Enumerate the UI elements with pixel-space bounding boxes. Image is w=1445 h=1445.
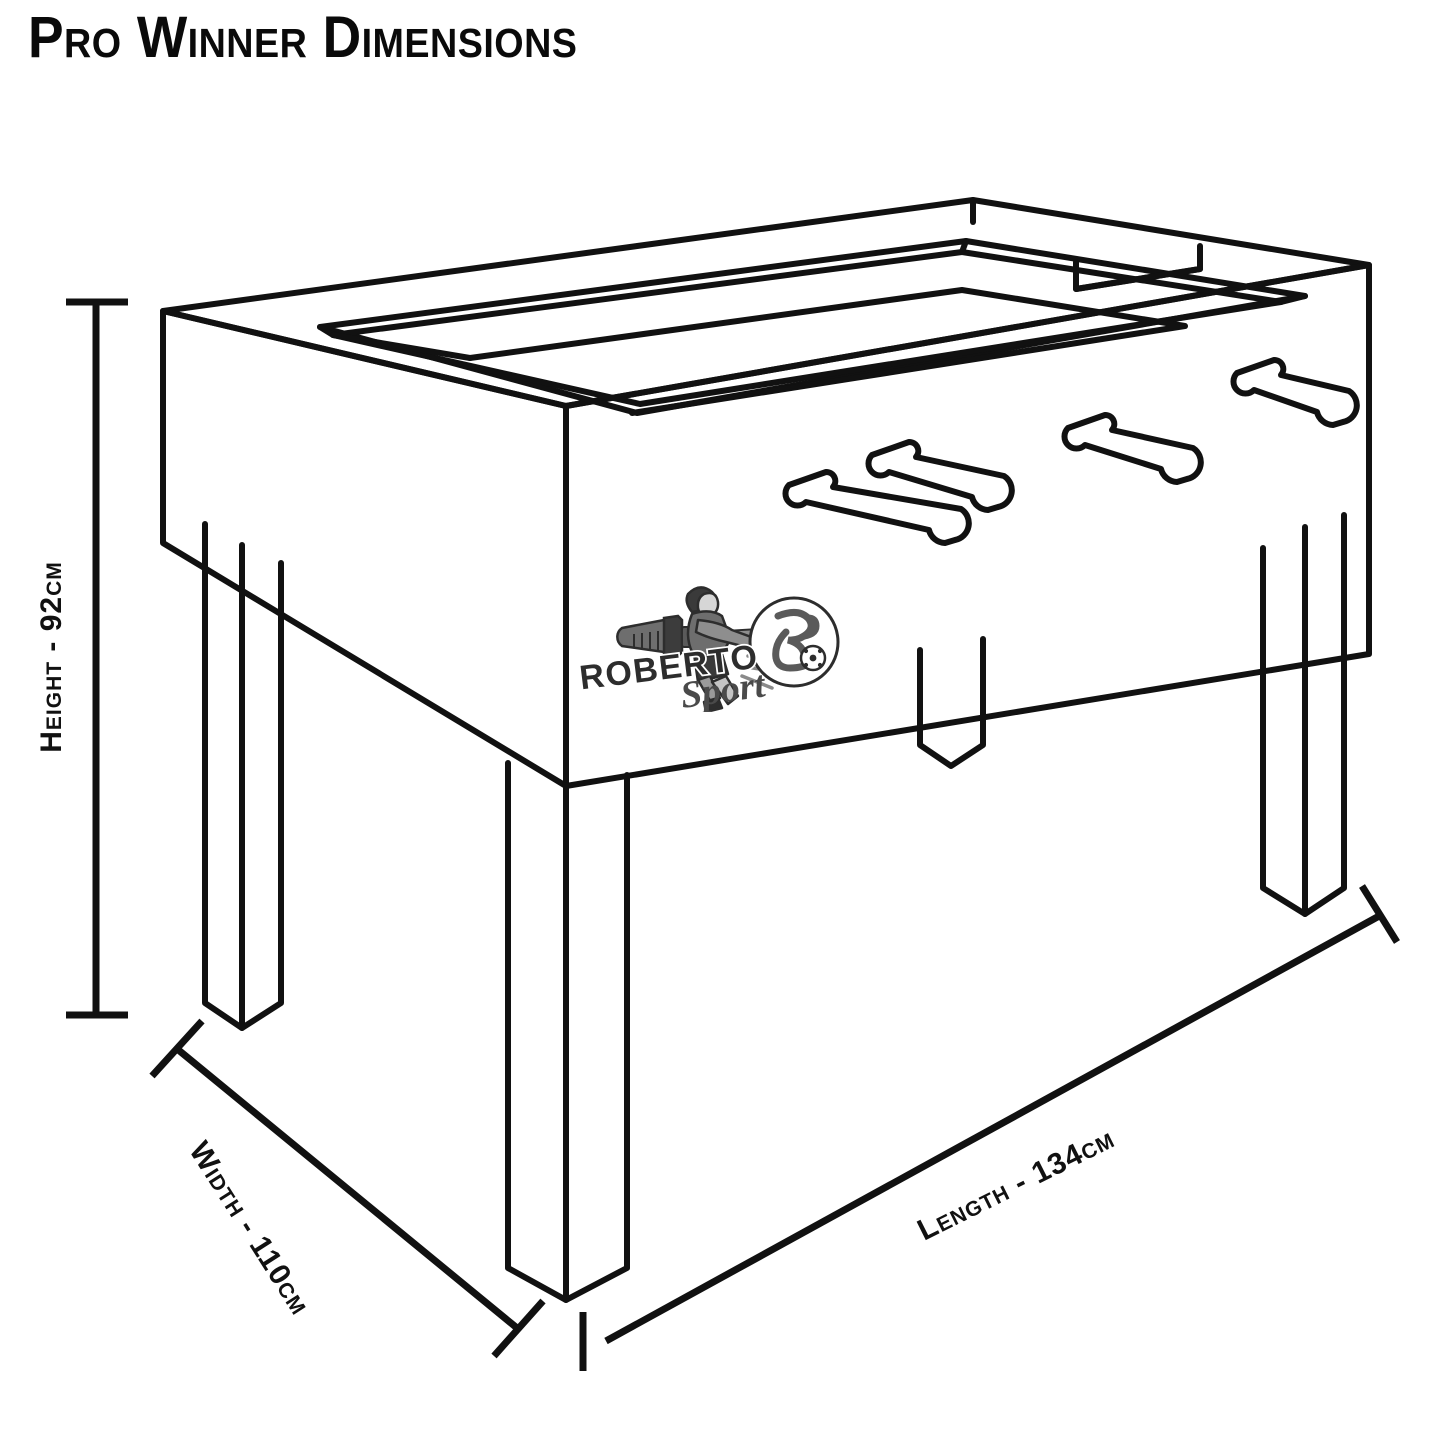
rod-handle-4 <box>1230 357 1360 428</box>
playfield-inner-wall-far <box>959 238 969 255</box>
leg-front-left <box>505 760 630 1303</box>
roberto-sport-logo-graphic: ROBERTO Sport <box>576 586 840 717</box>
length-dimension-line <box>579 884 1400 1371</box>
leg-front-right <box>1260 512 1347 917</box>
rod-handle-3 <box>1061 412 1204 485</box>
dimension-lines <box>66 298 1400 1371</box>
goal-cutout-inner-edge <box>1073 266 1203 292</box>
height-dimension-line <box>66 298 128 1019</box>
cabinet-top-outer <box>160 197 1372 409</box>
player-figure-icon <box>685 586 756 714</box>
playfield-surface-edge-left <box>330 332 473 361</box>
playfield-inner-wall-right <box>1278 293 1308 305</box>
rod-handle-1 <box>782 469 972 546</box>
page-title: Pro Winner Dimensions <box>28 5 578 70</box>
height-dimension-label: Height - 92cm <box>35 561 68 753</box>
roberto-sport-logo: ROBERTO Sport <box>572 572 862 717</box>
table-body <box>160 197 1372 1303</box>
rs-emblem-icon <box>748 596 840 688</box>
playfield-surface <box>467 287 1188 416</box>
cabinet-left-face <box>160 308 569 789</box>
leg-back-left <box>202 521 284 1031</box>
width-dimension-line <box>149 1018 546 1359</box>
leg-back-right <box>917 636 986 769</box>
rod-handle-2 <box>865 439 1015 513</box>
